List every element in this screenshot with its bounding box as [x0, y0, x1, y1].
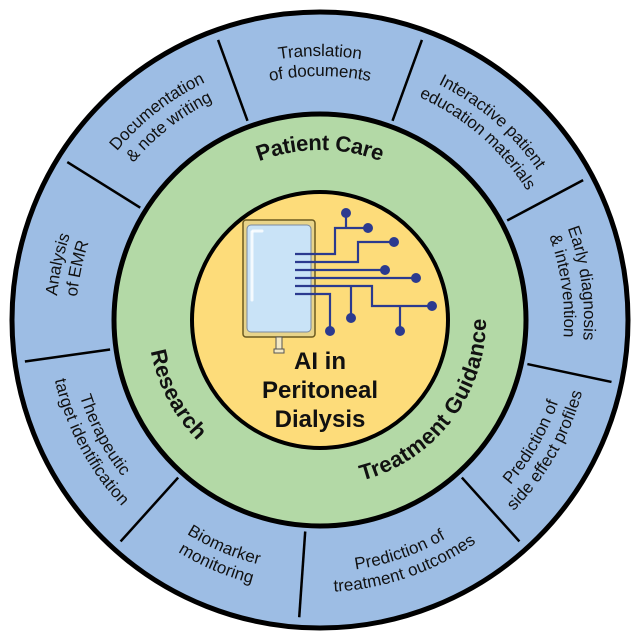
circuit-trace: [295, 292, 332, 331]
circuit-node: [325, 326, 335, 336]
circuit-node: [380, 265, 390, 275]
circuit-node: [346, 313, 356, 323]
segment-divider: [297, 531, 307, 618]
circuit-trace: [295, 226, 368, 256]
segment-divider: [24, 348, 111, 363]
segment-divider: [119, 476, 180, 543]
segment-divider: [460, 476, 521, 543]
circuit-node: [363, 223, 373, 233]
segment-divider: [216, 39, 249, 122]
segment-divider: [391, 39, 424, 122]
circuit-trace: [295, 284, 432, 308]
outer-ring-dividers: [24, 39, 612, 618]
segment-divider: [66, 161, 141, 209]
center-title-line: Peritoneal: [262, 377, 378, 404]
segment-label-line: Translation: [277, 41, 363, 63]
dialysis-bag-icon: [242, 219, 316, 354]
circuit-icon: [295, 208, 437, 336]
circuit-trace: [295, 240, 394, 264]
center-title-line: Dialysis: [275, 406, 366, 433]
circuit-node: [411, 273, 421, 283]
segment-divider: [527, 362, 612, 384]
circuit-node: [427, 301, 437, 311]
circuit-node: [341, 208, 351, 218]
segment-divider: [506, 178, 584, 222]
center-title-line: AI in: [294, 348, 346, 375]
circuit-node: [389, 237, 399, 247]
circuit-node: [395, 326, 405, 336]
dialysis-bag-circuit-icon: [242, 208, 437, 354]
